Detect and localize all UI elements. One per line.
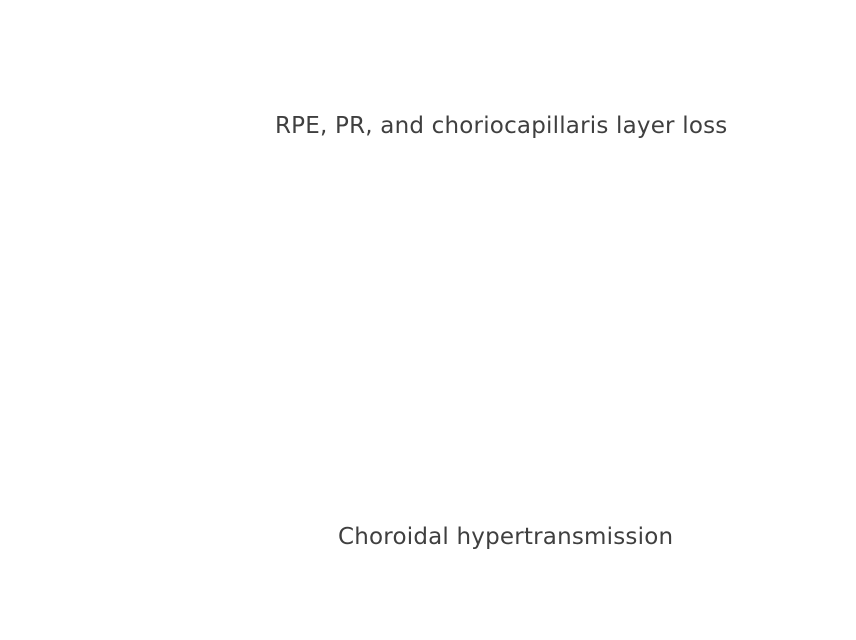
- rpe-pr-choriocapillaris-loss-label: RPE, PR, and choriocapillaris layer loss: [275, 113, 728, 139]
- choroidal-hypertransmission-label: Choroidal hypertransmission: [338, 524, 674, 550]
